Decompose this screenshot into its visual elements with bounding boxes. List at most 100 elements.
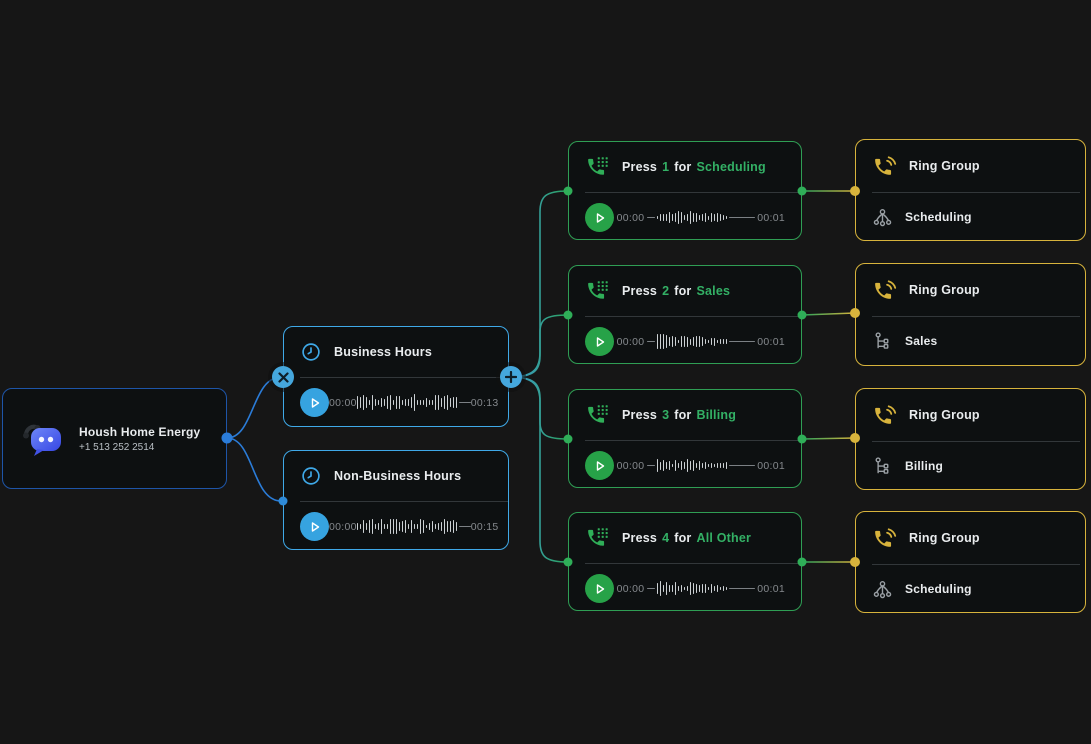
- menu-key: 2: [662, 284, 670, 298]
- port-ring1-in[interactable]: [850, 186, 860, 196]
- menu-target: All Other: [696, 531, 752, 545]
- elapsed-time: 00:00: [616, 582, 645, 595]
- duration-time: 00:15: [470, 520, 499, 533]
- duration-time: 00:01: [757, 459, 785, 472]
- play-button[interactable]: [585, 451, 614, 480]
- port-nonbusiness-in[interactable]: [278, 496, 288, 506]
- edge-entry-nonbusiness: [226, 437, 282, 502]
- elapsed-time: 00:00: [616, 459, 645, 472]
- close-icon: [277, 371, 289, 383]
- node-business-hours[interactable]: Business Hours 00:00 00:13: [283, 326, 509, 427]
- phone-keypad-icon: [588, 156, 608, 175]
- menu-key: 3: [662, 408, 670, 422]
- phone-keypad-icon: [588, 527, 608, 546]
- elapsed-time: 00:00: [329, 396, 357, 409]
- clock-icon: [302, 467, 320, 485]
- node-entry-number[interactable]: Housh Home Energy +1 513 252 2514: [2, 388, 227, 489]
- port-press3-in[interactable]: [563, 434, 573, 444]
- play-icon: [311, 521, 319, 532]
- node-press-4[interactable]: Press 4 for All Other 00:00 00:01: [568, 512, 802, 611]
- delete-connection-button[interactable]: [272, 366, 294, 388]
- ring-group-title: Ring Group: [909, 159, 980, 173]
- node-ring-group-1[interactable]: Ring Group Scheduling: [855, 139, 1086, 241]
- port-press1-in[interactable]: [563, 186, 573, 196]
- port-press4-in[interactable]: [563, 557, 573, 567]
- chat-bubble-phone-logo-icon: [23, 424, 61, 456]
- divider: [585, 316, 801, 317]
- schedule-title: Business Hours: [334, 345, 432, 359]
- port-press2-out[interactable]: [797, 310, 807, 320]
- node-press-3[interactable]: Press 3 for Billing 00:00 00:01: [568, 389, 802, 488]
- branch-icon: [875, 331, 889, 349]
- menu-option-title: Press 2 for Sales: [622, 284, 731, 298]
- port-ring3-in[interactable]: [850, 433, 860, 443]
- ring-group-title: Ring Group: [909, 283, 980, 297]
- duration-time: 00:01: [757, 335, 785, 348]
- divider: [300, 501, 508, 502]
- play-button[interactable]: [585, 327, 614, 356]
- phone-ringing-icon: [875, 404, 897, 424]
- port-press2-in[interactable]: [563, 310, 573, 320]
- play-icon: [596, 460, 604, 471]
- add-connection-button[interactable]: [500, 366, 522, 388]
- elapsed-time: 00:00: [329, 520, 357, 533]
- port-entry-out[interactable]: [221, 432, 233, 444]
- menu-target: Sales: [696, 284, 731, 298]
- divider: [585, 563, 801, 564]
- divider: [585, 192, 801, 193]
- ring-group-label: Scheduling: [905, 582, 972, 596]
- port-press1-out[interactable]: [797, 186, 807, 196]
- ring-group-title: Ring Group: [909, 408, 980, 422]
- menu-target: Billing: [696, 408, 737, 422]
- audio-waveform: [356, 510, 471, 544]
- ring-group-title: Ring Group: [909, 531, 980, 545]
- node-ring-group-2[interactable]: Ring Group Sales: [855, 263, 1086, 366]
- edge-menu-press3: [510, 376, 569, 440]
- duration-time: 00:13: [470, 396, 499, 409]
- play-button[interactable]: [585, 574, 614, 603]
- play-icon: [596, 212, 604, 223]
- node-ring-group-4[interactable]: Ring Group Scheduling: [855, 511, 1086, 613]
- phone-keypad-icon: [588, 404, 608, 423]
- play-icon: [596, 583, 604, 594]
- play-button[interactable]: [585, 203, 614, 232]
- node-non-business-hours[interactable]: Non-Business Hours 00:00 00:15: [283, 450, 509, 550]
- play-button[interactable]: [300, 388, 329, 417]
- node-press-2[interactable]: Press 2 for Sales 00:00 00:01: [568, 265, 802, 364]
- duration-time: 00:01: [757, 211, 785, 224]
- phone-ringing-icon: [875, 279, 897, 299]
- node-ring-group-3[interactable]: Ring Group Billing: [855, 388, 1086, 490]
- elapsed-time: 00:00: [616, 211, 645, 224]
- divider: [872, 441, 1080, 442]
- port-press4-out[interactable]: [797, 557, 807, 567]
- entry-phone-number: +1 513 252 2514: [79, 441, 155, 453]
- port-press3-out[interactable]: [797, 434, 807, 444]
- entry-text-block: Housh Home Energy +1 513 252 2514: [79, 425, 200, 453]
- ring-group-label: Scheduling: [905, 210, 972, 224]
- divider: [585, 440, 801, 441]
- phone-ringing-icon: [875, 527, 897, 547]
- divider: [300, 377, 508, 378]
- clock-icon: [302, 343, 320, 361]
- plus-icon: [505, 371, 517, 383]
- node-press-1[interactable]: Press 1 for Scheduling 00:00 00:01: [568, 141, 802, 240]
- divider: [872, 564, 1080, 565]
- audio-waveform: [647, 325, 755, 359]
- play-button[interactable]: [300, 512, 329, 541]
- ring-group-label: Sales: [905, 334, 938, 348]
- audio-waveform: [647, 201, 755, 235]
- schedule-title: Non-Business Hours: [334, 469, 462, 483]
- duration-time: 00:01: [757, 582, 785, 595]
- edge-press3-ring3: [801, 437, 856, 440]
- edge-entry-business: [226, 376, 282, 439]
- port-ring2-in[interactable]: [850, 308, 860, 318]
- port-ring4-in[interactable]: [850, 557, 860, 567]
- edge-menu-press4: [510, 376, 569, 563]
- branch-icon: [875, 456, 889, 474]
- play-icon: [311, 397, 319, 408]
- audio-waveform: [647, 572, 755, 606]
- menu-key: 4: [662, 531, 670, 545]
- menu-option-title: Press 4 for All Other: [622, 531, 752, 545]
